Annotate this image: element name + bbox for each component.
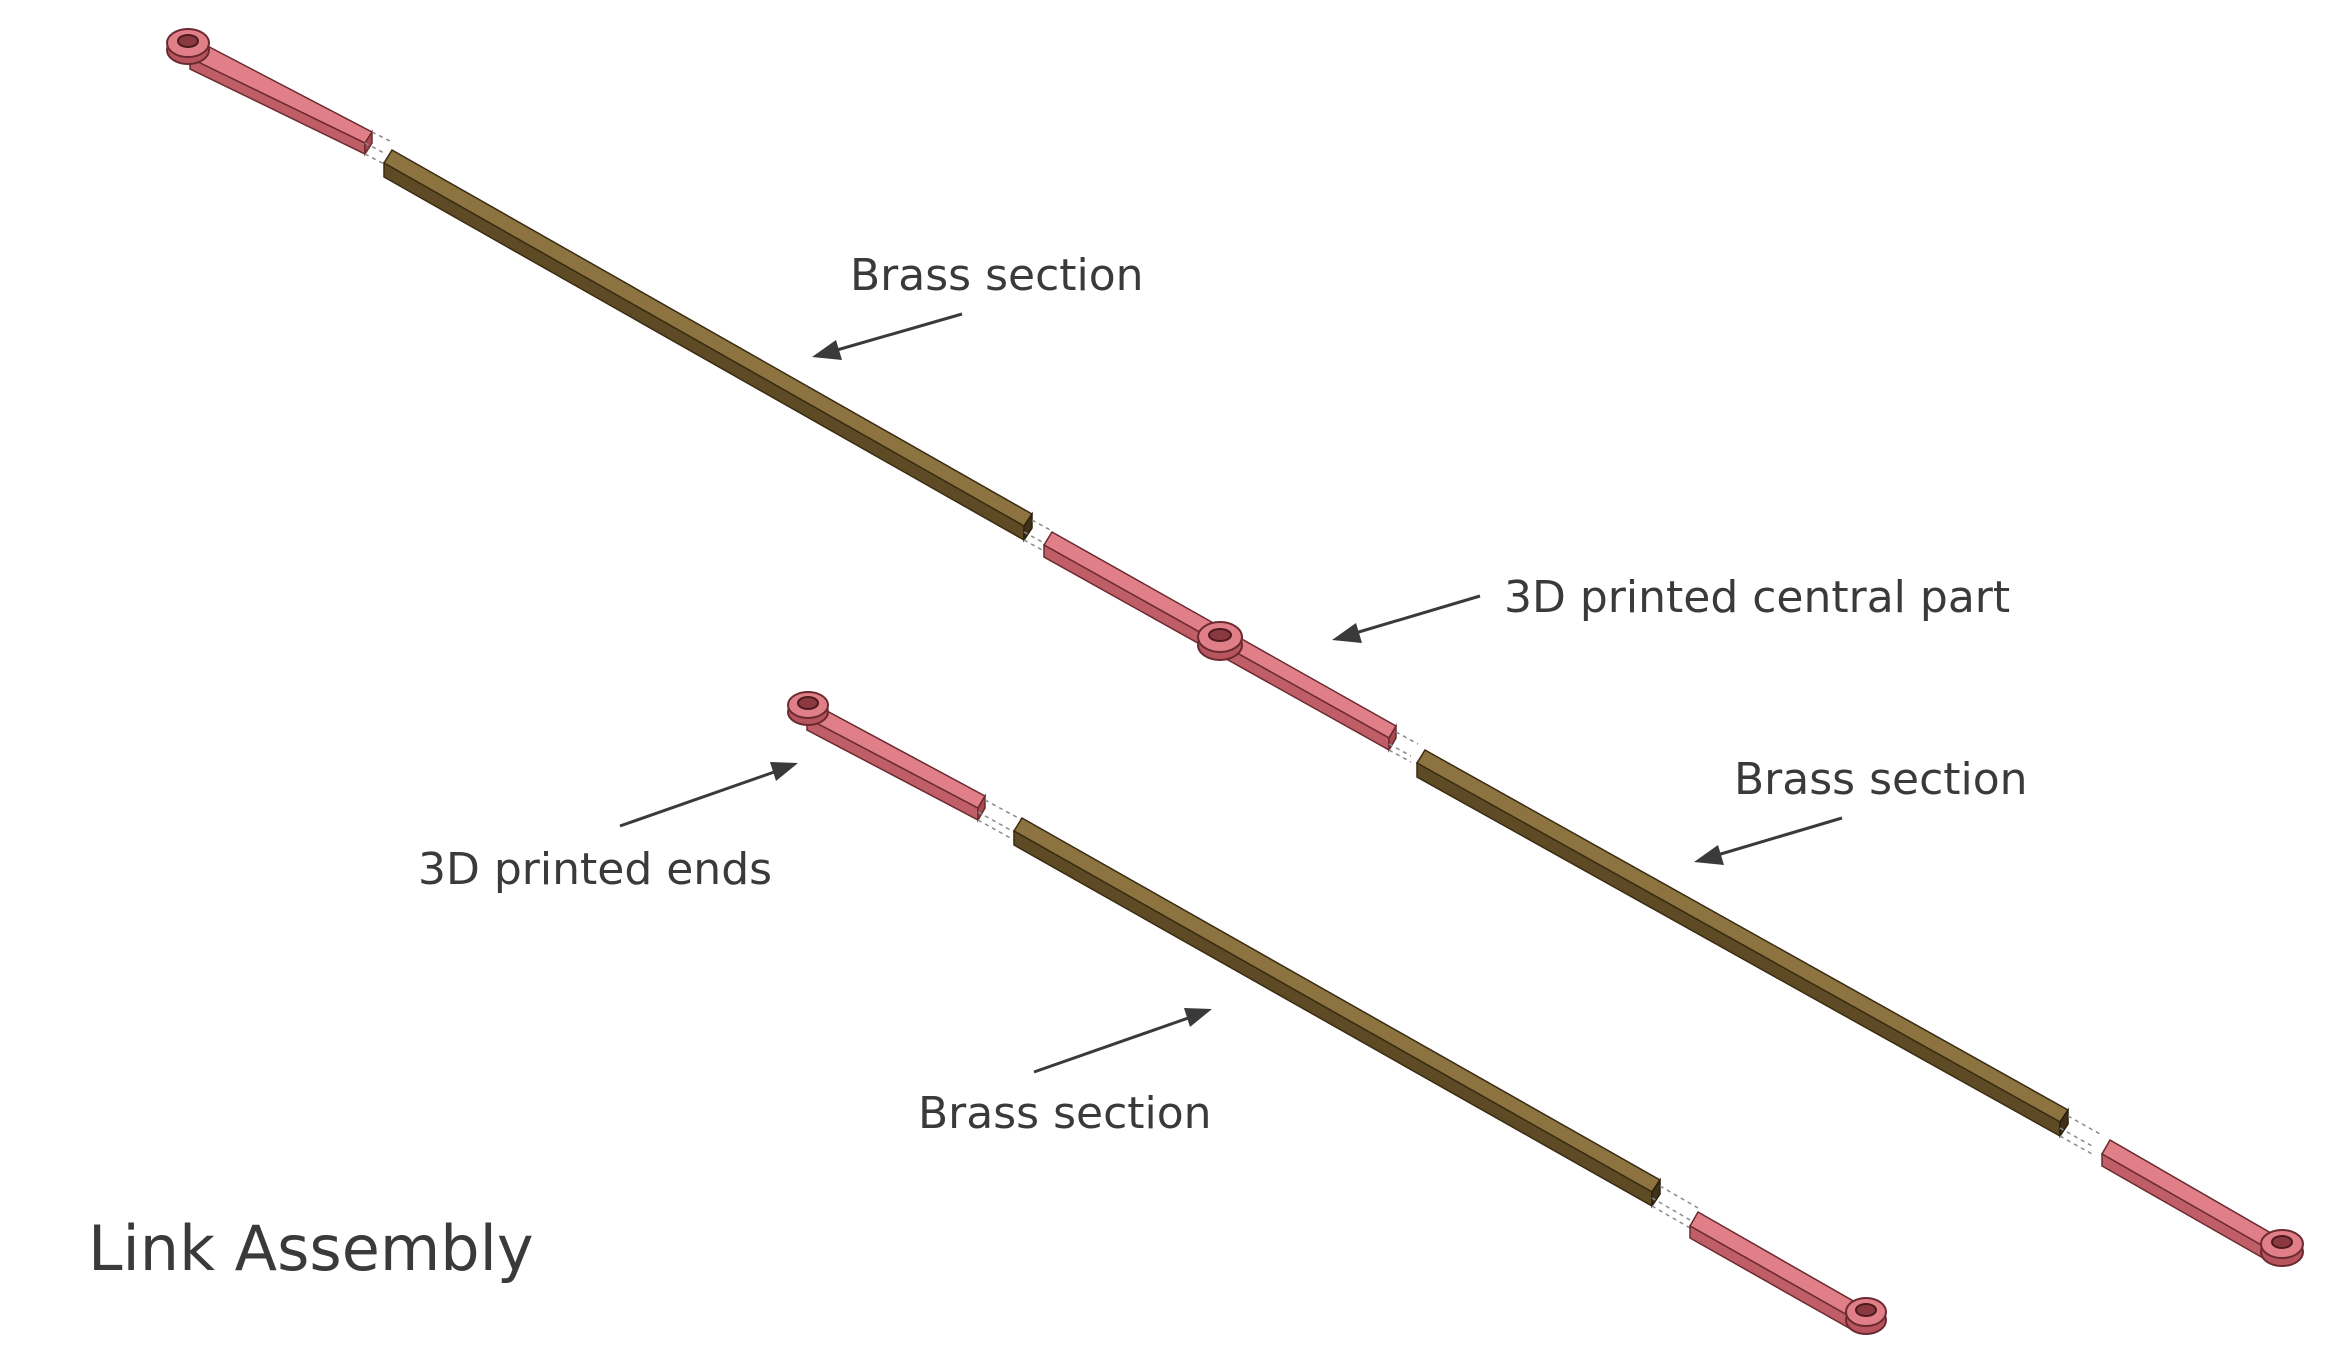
lower-link-gap-lines-1 xyxy=(977,799,1023,841)
upper-link-assembly xyxy=(166,28,2304,1267)
diagram-title: Link Assembly xyxy=(88,1212,534,1285)
arrow-brass-right xyxy=(1694,816,1843,865)
upper-link-gap-lines-2 xyxy=(1023,519,1053,552)
label-brass-section-lower: Brass section xyxy=(918,1088,1212,1139)
arrow-printed-ends xyxy=(619,762,798,828)
upper-link-brass-section-2 xyxy=(1415,748,2070,1139)
upper-link-gap-lines-1 xyxy=(364,131,393,165)
lower-link-assembly xyxy=(787,691,1887,1335)
upper-link-printed-end-left xyxy=(166,28,374,157)
upper-link-brass-section-1 xyxy=(382,148,1034,543)
arrow-brass-lower xyxy=(1033,1008,1212,1074)
lower-link-printed-end-right xyxy=(1688,1210,1887,1335)
label-brass-section-upper: Brass section xyxy=(850,250,1144,301)
arrow-brass-upper xyxy=(812,312,963,360)
lower-link-printed-end-left xyxy=(787,691,987,823)
label-brass-section-right: Brass section xyxy=(1734,754,2028,805)
label-3d-printed-central-part: 3D printed central part xyxy=(1504,572,2010,623)
label-3d-printed-ends: 3D printed ends xyxy=(418,844,772,895)
lower-link-brass-section xyxy=(1012,816,1662,1209)
upper-link-printed-end-right xyxy=(2100,1138,2304,1267)
arrow-central-part xyxy=(1332,594,1481,643)
upper-link-gap-lines-4 xyxy=(2059,1115,2101,1155)
upper-link-printed-central-part xyxy=(1042,530,1398,753)
